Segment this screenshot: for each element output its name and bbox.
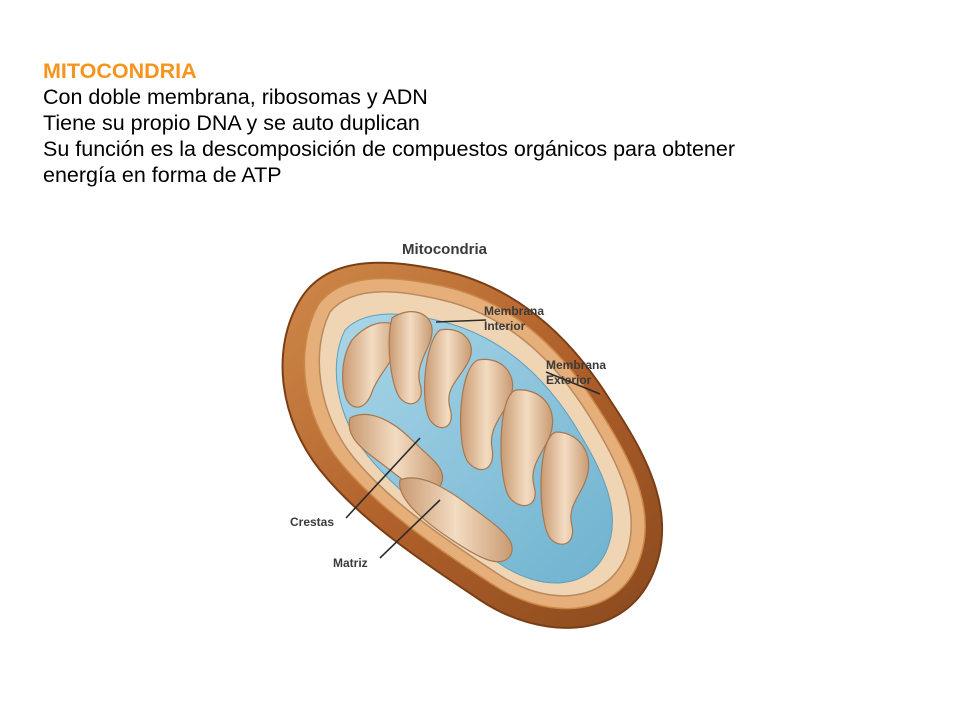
crista-2	[388, 311, 433, 405]
page-title: MITOCONDRIA	[43, 59, 197, 83]
label-outer-membrane-2: Exterior	[546, 373, 592, 387]
label-cristae: Crestas	[290, 515, 334, 529]
crista-7	[540, 431, 590, 545]
label-inner-membrane-1: Membrana	[484, 304, 544, 318]
description-line-4: energía en forma de ATP	[43, 163, 282, 187]
pointer-lines	[345, 319, 601, 559]
crista-5	[460, 358, 514, 471]
crista-8	[399, 477, 513, 563]
label-inner-membrane-2: Interior	[484, 319, 526, 333]
label-matrix: Matriz	[333, 556, 368, 570]
crista-6	[500, 389, 554, 507]
pointer-outer-membrane	[545, 371, 601, 395]
description-line-2: Tiene su propio DNA y se auto duplican	[43, 111, 420, 135]
diagram-title: Mitocondria	[402, 241, 488, 258]
description-text: MITOCONDRIA Con doble membrana, ribosoma…	[43, 58, 933, 188]
pointer-matrix	[379, 499, 441, 559]
description-line-3: Su función es la descomposición de compu…	[43, 137, 735, 161]
pointer-inner-membrane	[435, 319, 487, 323]
cristae-group	[342, 311, 590, 563]
pointer-cristae	[345, 437, 421, 519]
label-outer-membrane-1: Membrana	[546, 358, 606, 372]
description-line-1: Con doble membrana, ribosomas y ADN	[43, 85, 428, 109]
crista-3	[423, 328, 472, 429]
